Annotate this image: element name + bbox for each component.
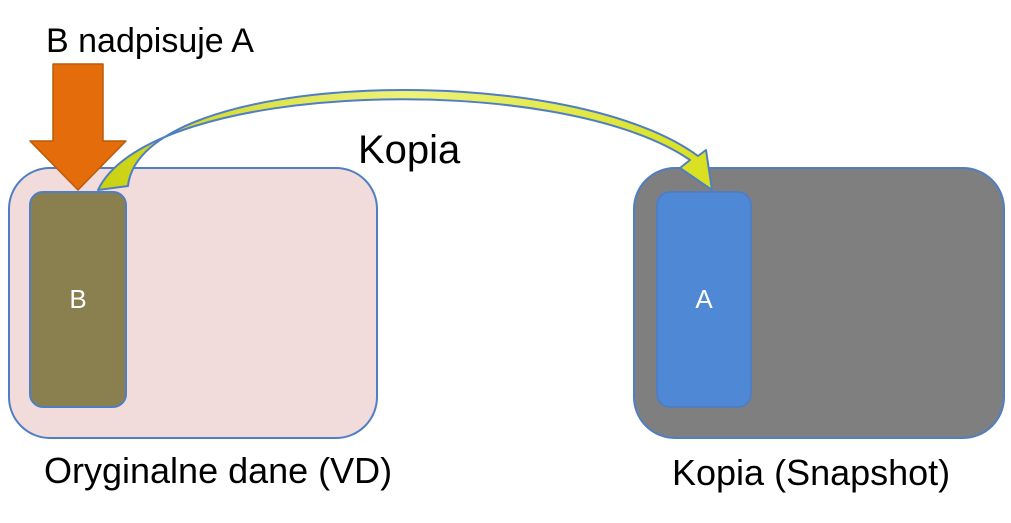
block-a: A bbox=[656, 191, 752, 408]
overwrite-label: B nadpisuje A bbox=[46, 22, 254, 60]
copy-arrow-label: Kopia bbox=[358, 128, 461, 172]
original-data-caption: Oryginalne dane (VD) bbox=[44, 450, 393, 491]
block-b: B bbox=[29, 191, 127, 408]
block-b-label: B bbox=[69, 284, 87, 314]
block-a-label: A bbox=[695, 284, 713, 314]
snapshot-caption: Kopia (Snapshot) bbox=[672, 452, 951, 493]
